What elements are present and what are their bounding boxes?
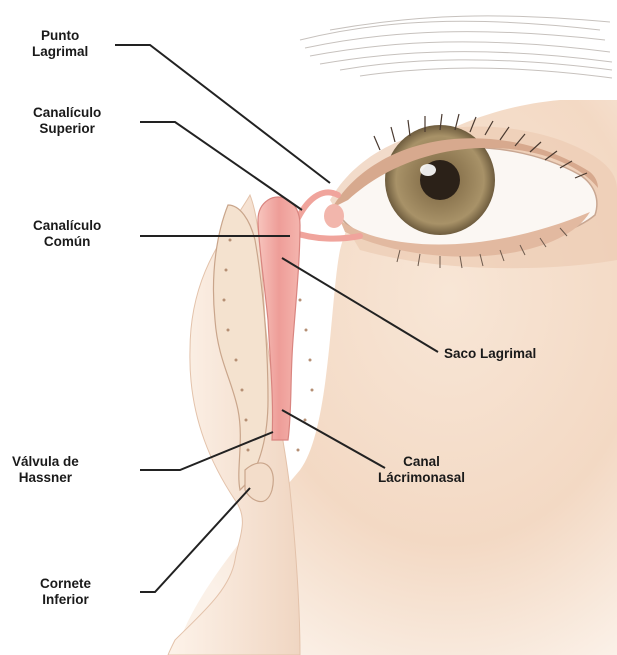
label-punto-lagrimal: Punto Lagrimal xyxy=(32,28,88,60)
inferior-turbinate xyxy=(245,463,273,502)
label-cornete-inferior: Cornete Inferior xyxy=(40,576,91,608)
label-canaliculo-superior: Canalículo Superior xyxy=(33,105,101,137)
eye-highlight xyxy=(420,164,436,176)
label-punto-lagrimal-line2: Lagrimal xyxy=(32,44,88,60)
label-valvula-hassner-line1: Válvula de xyxy=(12,454,79,470)
label-valvula-hassner: Válvula de Hassner xyxy=(12,454,79,486)
label-canaliculo-comun-line1: Canalículo xyxy=(33,218,101,234)
label-canal-lacrimonasal-line1: Canal xyxy=(378,454,465,470)
label-canaliculo-superior-line1: Canalículo xyxy=(33,105,101,121)
label-saco-lagrimal-line1: Saco Lagrimal xyxy=(444,346,536,362)
eyebrow xyxy=(300,16,612,78)
label-valvula-hassner-line2: Hassner xyxy=(12,470,79,486)
caruncle xyxy=(324,204,344,228)
label-canal-lacrimonasal-line2: Lácrimonasal xyxy=(378,470,465,486)
label-punto-lagrimal-line1: Punto xyxy=(32,28,88,44)
leader-punto-lagrimal xyxy=(115,45,330,183)
label-cornete-inferior-line2: Inferior xyxy=(40,592,91,608)
label-canaliculo-comun: Canalículo Común xyxy=(33,218,101,250)
label-saco-lagrimal: Saco Lagrimal xyxy=(444,346,536,362)
label-cornete-inferior-line1: Cornete xyxy=(40,576,91,592)
label-canaliculo-comun-line2: Común xyxy=(33,234,101,250)
label-canal-lacrimonasal: Canal Lácrimonasal xyxy=(378,454,465,486)
label-canaliculo-superior-line2: Superior xyxy=(33,121,101,137)
